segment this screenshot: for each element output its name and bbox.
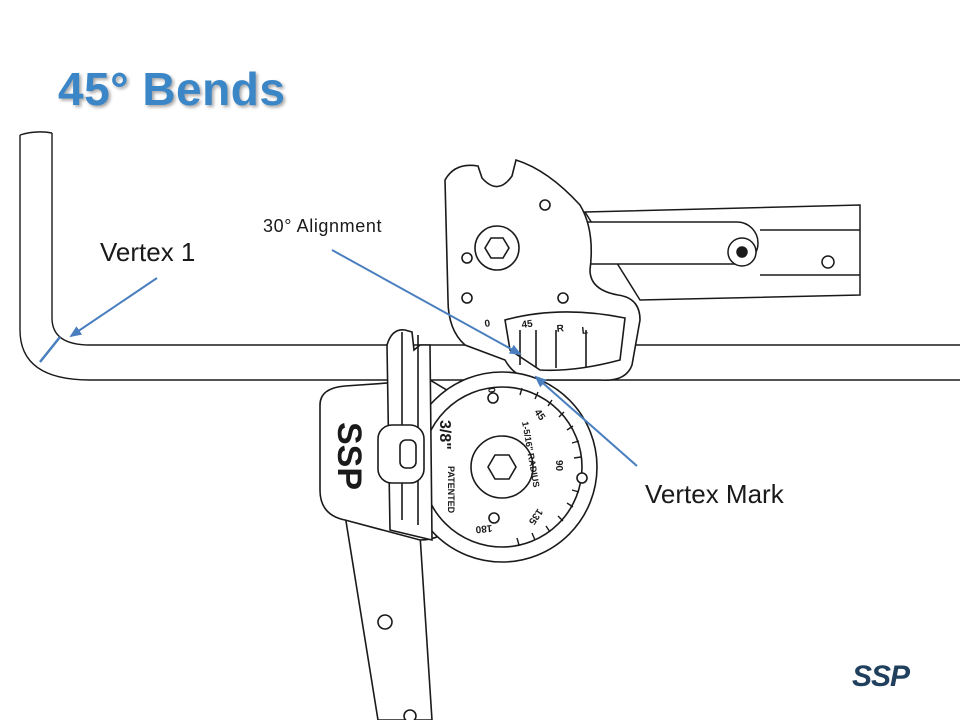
upper-handle: [547, 204, 861, 301]
tube-end: [19, 131, 53, 136]
dial-degree-90: 90: [553, 460, 564, 472]
dial-size-text: 3/8": [436, 420, 453, 450]
alignment-arrow: [331, 249, 522, 355]
dial-ticks: [516, 387, 582, 546]
lower-handle: [344, 513, 433, 720]
bender-body: [319, 328, 598, 563]
vertex-1-arrow: [69, 277, 158, 338]
upper-shoe: [444, 158, 641, 382]
vertex-1-label: Vertex 1: [100, 237, 196, 267]
vertex-mark-label: Vertex Mark: [645, 479, 784, 509]
dial-labels: 0 45 90 135 180 3/8" 1-5/16" RADIUS PATE…: [330, 387, 564, 535]
vertex-mark-arrow: [534, 375, 638, 467]
gauge-mark-0: 0: [484, 318, 491, 330]
body-logo-text: SSP: [330, 422, 368, 490]
annotation-arrows: [69, 249, 638, 467]
gauge-mark-l: L: [581, 325, 588, 337]
tube-outer-edge: [19, 135, 960, 381]
tube-inner-edge: [51, 133, 960, 346]
alignment-label: 30° Alignment: [263, 216, 383, 236]
slide-title: 45° Bends: [58, 63, 286, 115]
dial-patented-text: PATENTED: [446, 466, 456, 514]
gauge-mark-45: 45: [521, 318, 534, 331]
tube: [19, 131, 960, 381]
vertex-1-line: [39, 336, 61, 363]
ssp-logo: SSP: [852, 660, 910, 693]
dial-degree-0: 0: [485, 387, 497, 395]
gauge-mark-r: R: [556, 323, 565, 335]
gauge-marks: 0 45 R L: [484, 318, 589, 337]
dial-degree-180: 180: [475, 522, 493, 534]
